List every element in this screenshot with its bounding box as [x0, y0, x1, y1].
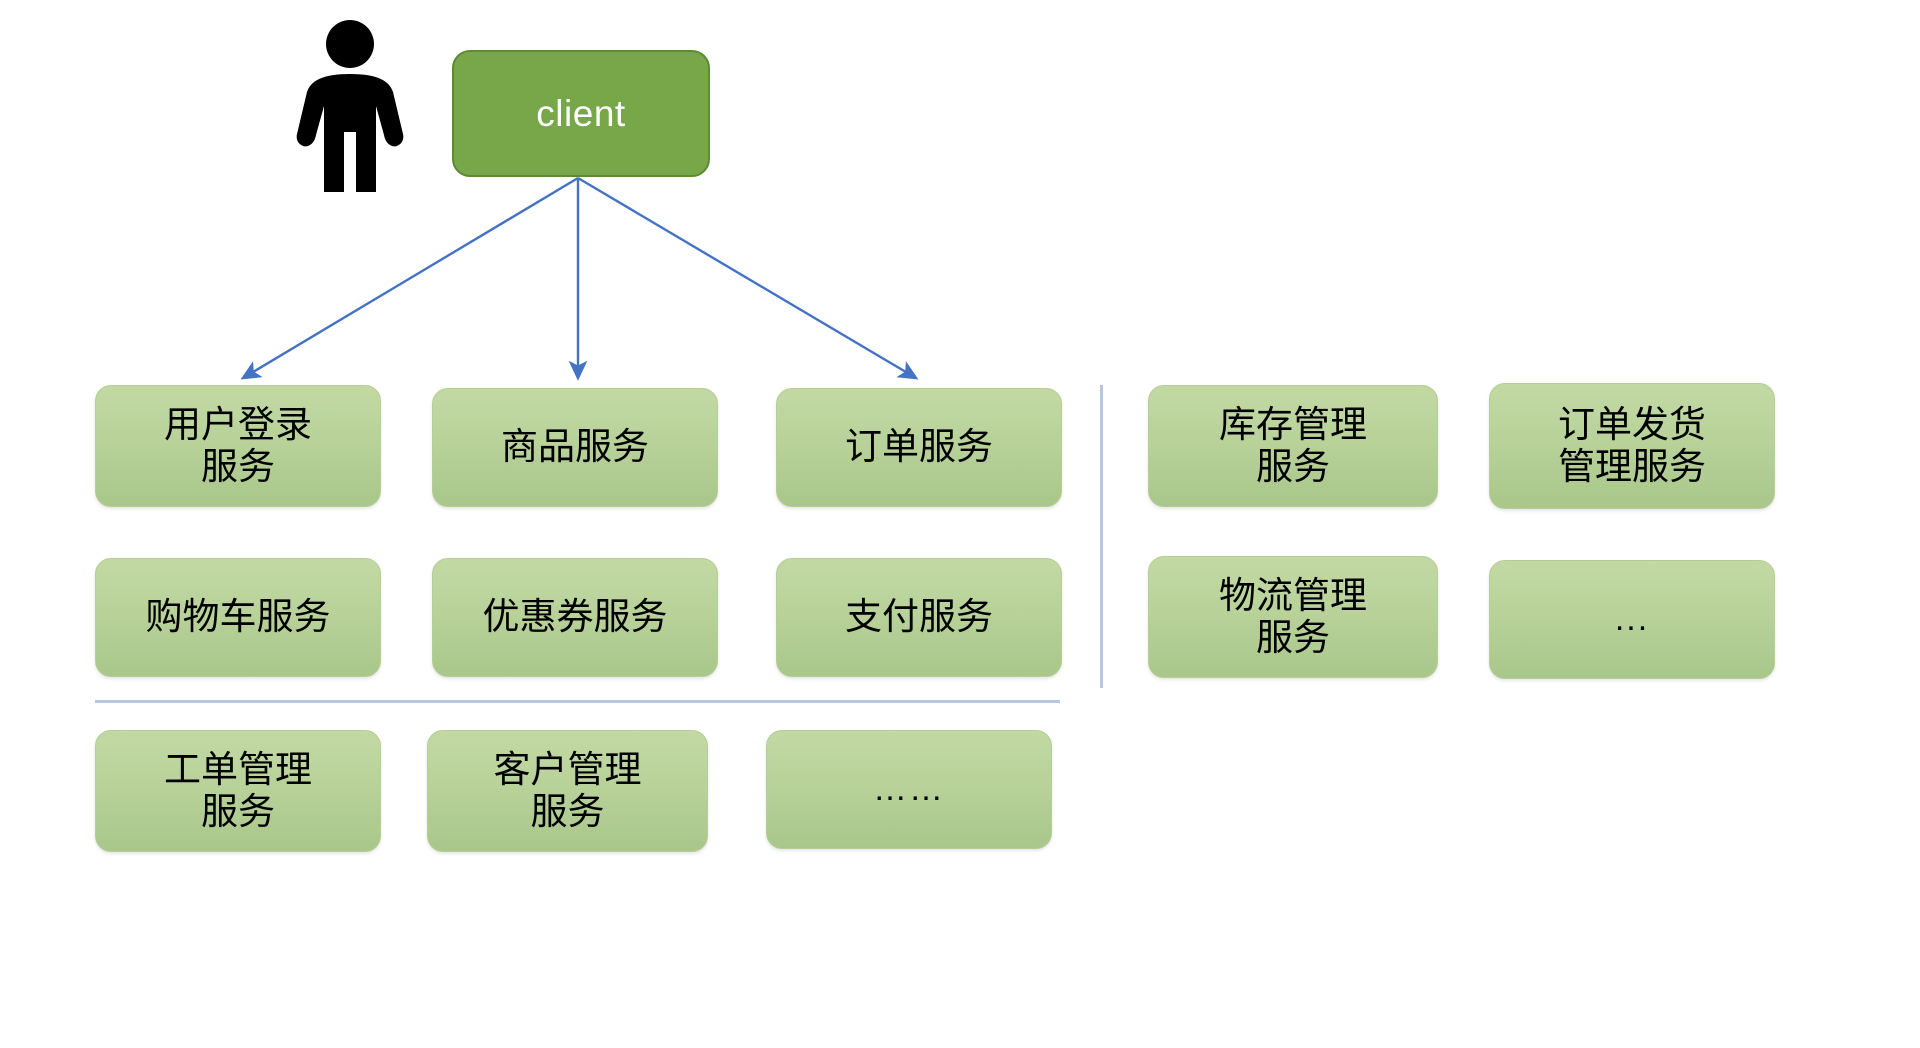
horizontal-divider: [95, 700, 1060, 703]
service-node-payment[interactable]: 支付服务: [776, 558, 1062, 677]
service-node-more-left[interactable]: ……: [766, 730, 1052, 849]
client-node-label: client: [536, 92, 626, 134]
edge-client-to-order: [577, 176, 919, 380]
service-node-more-right[interactable]: ...: [1489, 560, 1775, 679]
service-node-order[interactable]: 订单服务: [776, 388, 1062, 507]
service-node-user-login[interactable]: 用户登录 服务: [95, 385, 381, 507]
service-node-work-order[interactable]: 工单管理 服务: [95, 730, 381, 852]
vertical-divider: [1100, 385, 1103, 688]
person-icon: [290, 16, 410, 194]
service-node-product[interactable]: 商品服务: [432, 388, 718, 507]
service-node-cart[interactable]: 购物车服务: [95, 558, 381, 677]
service-node-order-shipping[interactable]: 订单发货 管理服务: [1489, 383, 1775, 509]
service-node-customer[interactable]: 客户管理 服务: [427, 730, 708, 852]
edge-client-to-login: [240, 176, 579, 380]
service-node-logistics[interactable]: 物流管理 服务: [1148, 556, 1438, 678]
client-node[interactable]: client: [452, 50, 710, 177]
service-node-coupon[interactable]: 优惠券服务: [432, 558, 718, 677]
service-node-inventory[interactable]: 库存管理 服务: [1148, 385, 1438, 507]
